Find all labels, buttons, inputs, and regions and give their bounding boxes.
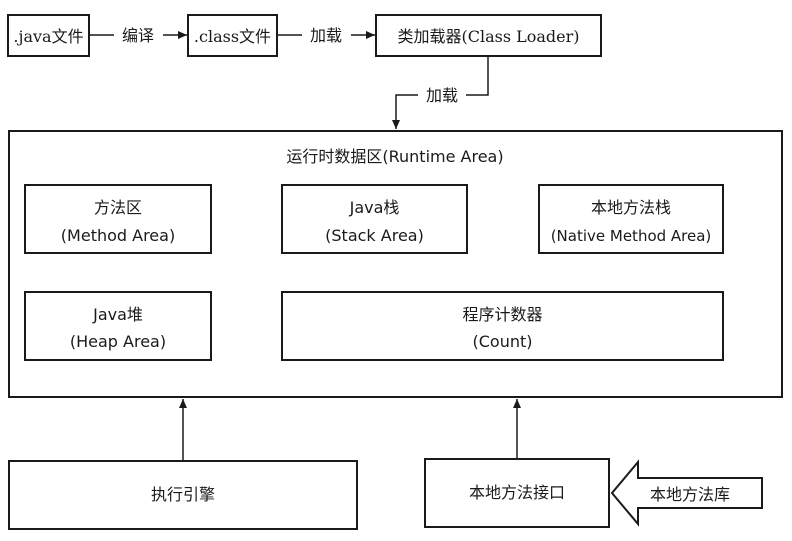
compile-label: 编译 <box>122 26 154 45</box>
class-file-label: .class文件 <box>194 27 271 46</box>
native-library-label: 本地方法库 <box>650 485 730 504</box>
execution-engine-label: 执行引擎 <box>151 485 215 504</box>
load-label-2: 加载 <box>426 86 458 105</box>
java-stack-box <box>281 184 468 254</box>
java-file-label: .java文件 <box>13 27 83 46</box>
method-area-label: 方法区 <box>94 198 142 217</box>
program-counter-sublabel: (Count) <box>473 332 533 351</box>
execution-engine-box <box>8 460 358 530</box>
native-method-stack-label: 本地方法栈 <box>591 198 671 217</box>
class-loader-label: 类加载器(Class Loader) <box>397 27 579 46</box>
native-library-arrow <box>610 459 763 527</box>
native-interface-box <box>424 458 610 528</box>
class-loader-box <box>375 14 602 57</box>
java-file-box <box>7 14 90 57</box>
program-counter-label: 程序计数器 <box>462 305 542 324</box>
method-area-box <box>24 184 212 254</box>
java-heap-sublabel: (Heap Area) <box>70 332 166 351</box>
java-heap-box <box>24 291 212 361</box>
java-stack-label: Java栈 <box>349 198 400 217</box>
load-connector-2 <box>466 56 489 96</box>
load-label-1: 加载 <box>310 26 342 45</box>
program-counter-box <box>281 291 724 361</box>
runtime-area-title: 运行时数据区(Runtime Area) <box>286 147 503 166</box>
method-area-sublabel: (Method Area) <box>61 226 175 245</box>
java-stack-sublabel: (Stack Area) <box>325 226 424 245</box>
native-method-stack-box <box>538 184 724 254</box>
native-interface-label: 本地方法接口 <box>469 483 565 502</box>
load-arrow-2 <box>392 94 418 129</box>
java-heap-label: Java堆 <box>92 305 143 324</box>
native-method-stack-sublabel: (Native Method Area) <box>551 227 712 245</box>
